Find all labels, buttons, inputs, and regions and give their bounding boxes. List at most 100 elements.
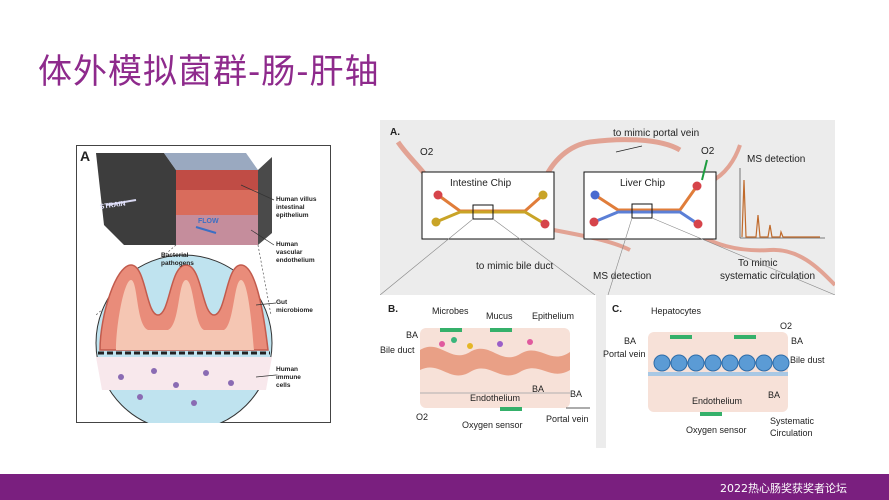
panel-b-label: B.: [388, 304, 398, 315]
intestine-zoom-box: [472, 204, 494, 220]
immune-label-2: immune: [276, 374, 301, 381]
hepatocyte-row: [653, 354, 790, 372]
port-intestine-tl: [433, 190, 443, 200]
epithelium-wave: [420, 346, 570, 376]
oxygen-sensor-c-label: Oxygen sensor: [686, 425, 747, 435]
sensor-strip-b-top: [440, 328, 462, 332]
immune-cell: [191, 400, 197, 406]
ba-bottom-c-label: BA: [768, 390, 780, 400]
endothelium-c-label: Endothelium: [692, 396, 742, 406]
chip-top-window: [164, 153, 258, 170]
flow-label: FLOW: [198, 218, 219, 225]
hepatocyte: [704, 354, 722, 372]
villus-top: [176, 170, 258, 190]
gut-liver-schematic: A. to mimic portal vein O2 O2 MS detecti…: [379, 120, 837, 448]
hepatocyte: [721, 354, 739, 372]
liver-channel-bottom: [593, 210, 699, 226]
panel-c: C. Hepatocytes O2 BA Portal vein BA Bile…: [603, 295, 835, 448]
intestine-chip-label: Intestine Chip: [450, 178, 512, 189]
portal-vein-c-label: Portal vein: [603, 349, 646, 359]
o2-c-label: O2: [780, 321, 792, 331]
systemic-c-label-2: Circulation: [770, 428, 813, 438]
immune-layer: [96, 357, 272, 390]
ba-in-label: BA: [406, 330, 418, 340]
bacterial-label-1: Bacterial: [161, 252, 189, 259]
vascular-channel: [176, 215, 258, 245]
panel-a-label: A.: [390, 127, 400, 138]
intestine-chip-figure: A STRAIN FLOW Human villus intestinal ep…: [76, 145, 331, 432]
villus-label-2: intestinal: [276, 204, 305, 211]
immune-label-3: cells: [276, 382, 291, 389]
flow-arrow: [195, 226, 217, 234]
liver-chip-label: Liver Chip: [620, 178, 665, 189]
sensor-strip-c-2: [734, 335, 756, 339]
chip-outer-left: [96, 153, 176, 245]
chip-outer-right: [258, 157, 272, 245]
ba-out-c-label: BA: [791, 336, 803, 346]
zoom-line-b-left: [379, 218, 474, 296]
bacterial-label-2: pathogens: [161, 260, 194, 267]
gut-zoom-circle: [95, 254, 273, 432]
strain-label: STRAIN: [99, 200, 126, 211]
strain-arrow: [105, 199, 137, 206]
bile-duct-label: to mimic bile duct: [476, 261, 553, 272]
hepatocyte: [670, 354, 688, 372]
immune-cell: [203, 370, 209, 376]
o2-b-label: O2: [416, 412, 428, 422]
sensor-strip-b-bottom: [500, 407, 522, 411]
microbiome-label-2: microbiome: [276, 307, 313, 314]
hepatocyte: [772, 354, 790, 372]
hepatocytes-label: Hepatocytes: [651, 306, 702, 316]
panel-c-label: C.: [612, 304, 622, 315]
immune-leader: [255, 374, 277, 378]
sensor-strip-c-bottom: [700, 412, 722, 416]
microbe-dot: [451, 337, 457, 343]
villi-core: [116, 280, 254, 350]
intestine-chip-illustration: A STRAIN FLOW Human villus intestinal ep…: [76, 145, 331, 432]
portal-vein-label: to mimic portal vein: [613, 128, 699, 139]
oxygen-sensor-b-label: Oxygen sensor: [462, 420, 523, 430]
microbe-dot: [439, 341, 445, 347]
bile-duct-b-label: Bile duct: [380, 345, 415, 355]
immune-label-1: Human: [276, 366, 298, 373]
systemic-label-1: To mimic: [738, 258, 777, 269]
systemic-c-label-1: Systematic: [770, 416, 815, 426]
port-liver-tr: [692, 181, 702, 191]
immune-cell: [173, 382, 179, 388]
sensor-strip-b-top-2: [490, 328, 512, 332]
ba-out-label: BA: [532, 384, 544, 394]
zoom-line-c-right: [651, 217, 836, 296]
mucus-label: Mucus: [486, 311, 513, 321]
immune-cell: [118, 374, 124, 380]
gut-liver-chip-figure: A. to mimic portal vein O2 O2 MS detecti…: [379, 120, 837, 448]
port-intestine-tr: [538, 190, 548, 200]
chip-device: [96, 153, 272, 245]
port-liver-bl: [589, 217, 599, 227]
hepatocyte-membrane: [648, 372, 788, 376]
villus-label-1: Human villus: [276, 196, 317, 203]
tube-portal-vein: [540, 137, 682, 184]
hepatocyte: [653, 354, 671, 372]
footer-text: 2022热心肠奖获奖者论坛: [720, 482, 847, 495]
ms-detection-top-label: MS detection: [747, 154, 805, 165]
liver-zoom-box: [631, 203, 653, 219]
ms-spectrum: [741, 179, 820, 238]
vascular-label-3: endothelium: [276, 257, 315, 264]
port-intestine-bl: [431, 217, 441, 227]
hepatocyte: [738, 354, 756, 372]
panel-b: B. Microbes Mucus Epithelium BA Bile duc…: [380, 295, 596, 448]
systemic-label-2: systematic circulation: [720, 271, 815, 282]
villus-leader: [240, 184, 275, 201]
immune-cell: [137, 394, 143, 400]
tube-systemic: [688, 226, 837, 287]
panel-a: A. to mimic portal vein O2 O2 MS detecti…: [379, 127, 837, 296]
port-intestine-br: [540, 219, 550, 229]
zoom-line-c-left: [607, 217, 633, 296]
liver-channel-top: [594, 185, 699, 212]
footer-bar: 2022热心肠奖获奖者论坛: [0, 474, 889, 500]
microbiome-label-1: Gut: [276, 299, 288, 306]
microbe-dot: [527, 339, 533, 345]
o2-right-label: O2: [701, 146, 715, 157]
ms-detection-bottom-label: MS detection: [593, 271, 651, 282]
microbes-label: Microbes: [432, 306, 469, 316]
